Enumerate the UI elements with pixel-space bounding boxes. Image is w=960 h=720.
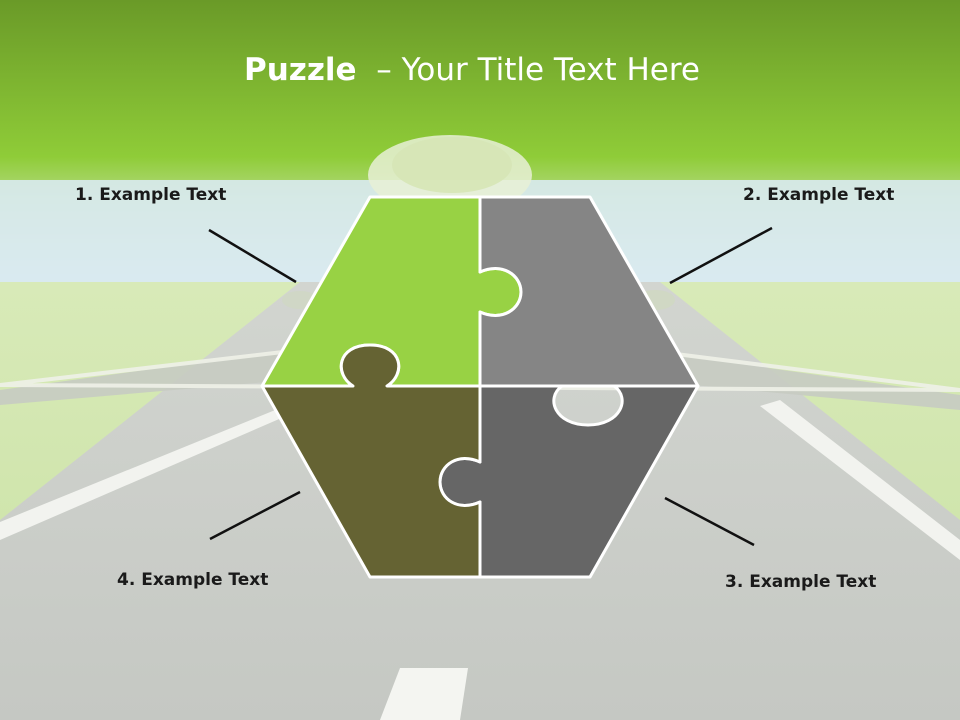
label-example-text-2[interactable]: 2. Example Text: [743, 185, 895, 205]
connector-line-2: [669, 226, 773, 285]
label-example-text-1[interactable]: 1. Example Text: [75, 185, 227, 205]
connector-line-1: [208, 228, 297, 284]
label-example-text-4[interactable]: 4. Example Text: [117, 570, 269, 590]
slide-title-rest: – Your Title Text Here: [356, 52, 700, 88]
puzzle-piece-2[interactable]: [478, 195, 700, 388]
slide-title-bold: Puzzle: [244, 52, 357, 88]
connector-line-4: [209, 490, 301, 541]
connector-line-3: [664, 496, 755, 547]
slide-title: Puzzle – Your Title Text Here: [0, 50, 944, 90]
label-example-text-3[interactable]: 3. Example Text: [725, 572, 877, 592]
puzzle-piece-4[interactable]: [260, 343, 482, 579]
